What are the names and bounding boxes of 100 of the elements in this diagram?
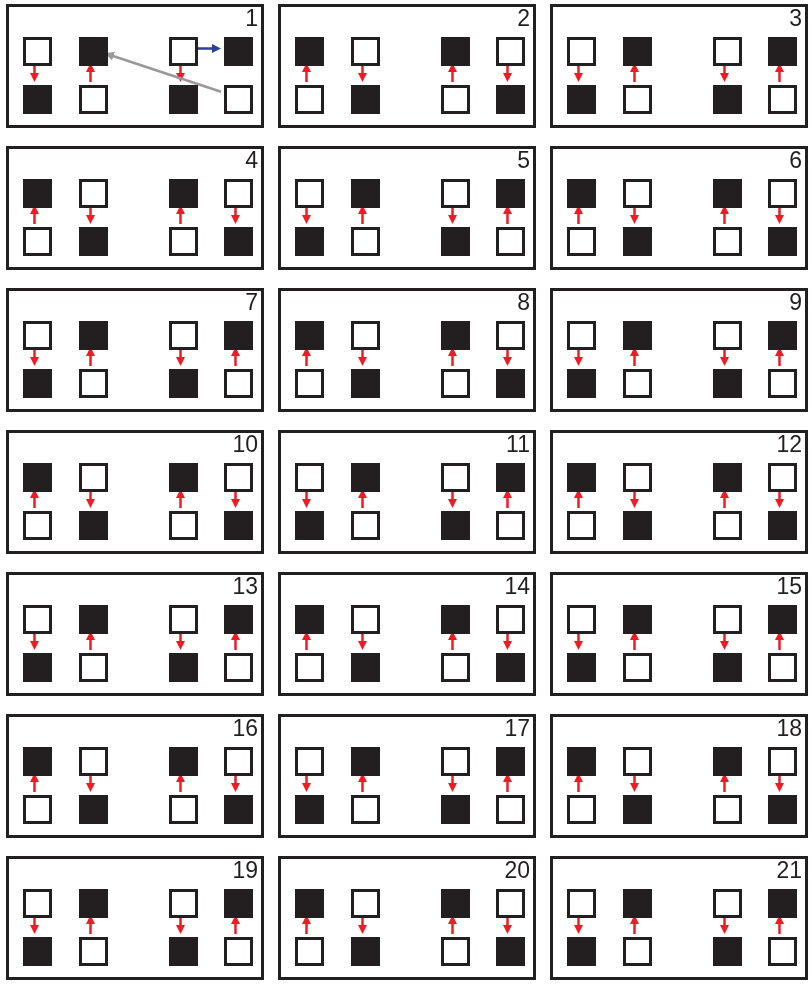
empty-square [713,227,742,256]
panel-number: 3 [789,5,802,31]
empty-square [23,321,52,350]
panel-frame [550,288,808,412]
filled-square [23,653,52,682]
empty-square [351,795,380,824]
filled-square [623,889,652,918]
filled-square [79,511,108,540]
filled-square [351,179,380,208]
filled-square [768,321,797,350]
empty-square [496,795,525,824]
empty-square [351,889,380,918]
filled-square [496,653,525,682]
empty-square [79,747,108,776]
empty-square [79,369,108,398]
filled-square [79,227,108,256]
empty-square [496,511,525,540]
empty-square [496,889,525,918]
panel-number: 4 [245,147,258,173]
empty-square [713,511,742,540]
empty-square [169,795,198,824]
empty-square [713,795,742,824]
empty-square [295,369,324,398]
filled-square [23,85,52,114]
empty-square [768,463,797,492]
filled-square [224,795,253,824]
panel-frame [6,714,264,838]
empty-square [169,227,198,256]
empty-square [567,321,596,350]
empty-square [768,937,797,966]
empty-square [23,795,52,824]
panel-number: 8 [517,289,530,315]
filled-square [567,747,596,776]
panel-number: 21 [776,857,802,883]
filled-square [441,795,470,824]
empty-square [224,85,253,114]
filled-square [768,795,797,824]
panel-frame [6,856,264,980]
empty-square [295,179,324,208]
panel-frame [278,572,536,696]
filled-square [441,889,470,918]
empty-square [441,179,470,208]
empty-square [567,605,596,634]
panel-frame [278,4,536,128]
empty-square [169,37,198,66]
empty-square [23,605,52,634]
empty-square [23,511,52,540]
filled-square [169,653,198,682]
empty-square [623,85,652,114]
filled-square [496,369,525,398]
empty-square [23,37,52,66]
filled-square [295,889,324,918]
filled-square [295,321,324,350]
filled-square [496,747,525,776]
filled-square [295,511,324,540]
empty-square [713,37,742,66]
filled-square [713,653,742,682]
filled-square [295,605,324,634]
empty-square [623,653,652,682]
filled-square [713,463,742,492]
filled-square [224,889,253,918]
filled-square [351,747,380,776]
panel-frame [6,146,264,270]
empty-square [713,321,742,350]
filled-square [351,653,380,682]
filled-square [623,511,652,540]
filled-square [496,179,525,208]
panel-frame [278,714,536,838]
panel-frame [6,430,264,554]
filled-square [567,937,596,966]
empty-square [79,653,108,682]
empty-square [224,653,253,682]
empty-square [351,321,380,350]
empty-square [567,889,596,918]
empty-square [79,85,108,114]
filled-square [441,321,470,350]
filled-square [713,369,742,398]
filled-square [169,369,198,398]
empty-square [496,227,525,256]
filled-square [496,463,525,492]
filled-square [623,227,652,256]
empty-square [295,937,324,966]
filled-square [441,37,470,66]
panel-frame [550,430,808,554]
empty-square [295,85,324,114]
filled-square [23,937,52,966]
empty-square [351,605,380,634]
filled-square [441,227,470,256]
empty-square [224,369,253,398]
filled-square [23,747,52,776]
filled-square [169,937,198,966]
empty-square [79,937,108,966]
filled-square [224,605,253,634]
panel-frame [278,288,536,412]
panel-number: 17 [504,715,530,741]
panel-frame [278,856,536,980]
empty-square [768,369,797,398]
empty-square [441,747,470,776]
empty-square [496,605,525,634]
empty-square [567,795,596,824]
